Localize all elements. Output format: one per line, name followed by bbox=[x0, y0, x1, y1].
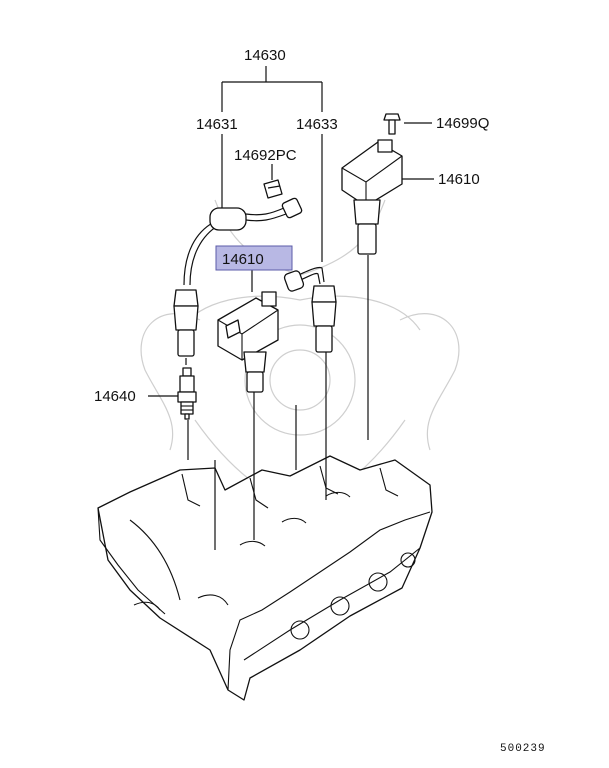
label-coil-lower[interactable]: 14610 bbox=[222, 251, 264, 268]
ignition-coil-lower bbox=[217, 291, 279, 393]
wire-clip bbox=[263, 179, 283, 199]
label-coil-upper[interactable]: 14610 bbox=[438, 171, 480, 188]
figure-number: 500239 bbox=[500, 743, 546, 755]
ignition-coil-upper bbox=[341, 139, 403, 255]
label-harness[interactable]: 14630 bbox=[244, 47, 286, 64]
label-spark-plug[interactable]: 14640 bbox=[94, 388, 136, 405]
ignition-wire-short bbox=[283, 266, 337, 353]
highlight-box bbox=[215, 245, 293, 271]
label-wire-long[interactable]: 14631 bbox=[196, 116, 238, 133]
spark-plug bbox=[177, 367, 197, 420]
engine-cylinder-head bbox=[97, 455, 433, 701]
label-wire-short[interactable]: 14633 bbox=[296, 116, 338, 133]
label-clip[interactable]: 14692PC bbox=[234, 147, 297, 164]
label-leaders bbox=[148, 66, 434, 397]
coil-bolt bbox=[383, 113, 401, 135]
label-bolt[interactable]: 14699Q bbox=[436, 115, 489, 132]
ignition-wire-long bbox=[173, 197, 303, 357]
leader-lines bbox=[185, 255, 369, 550]
